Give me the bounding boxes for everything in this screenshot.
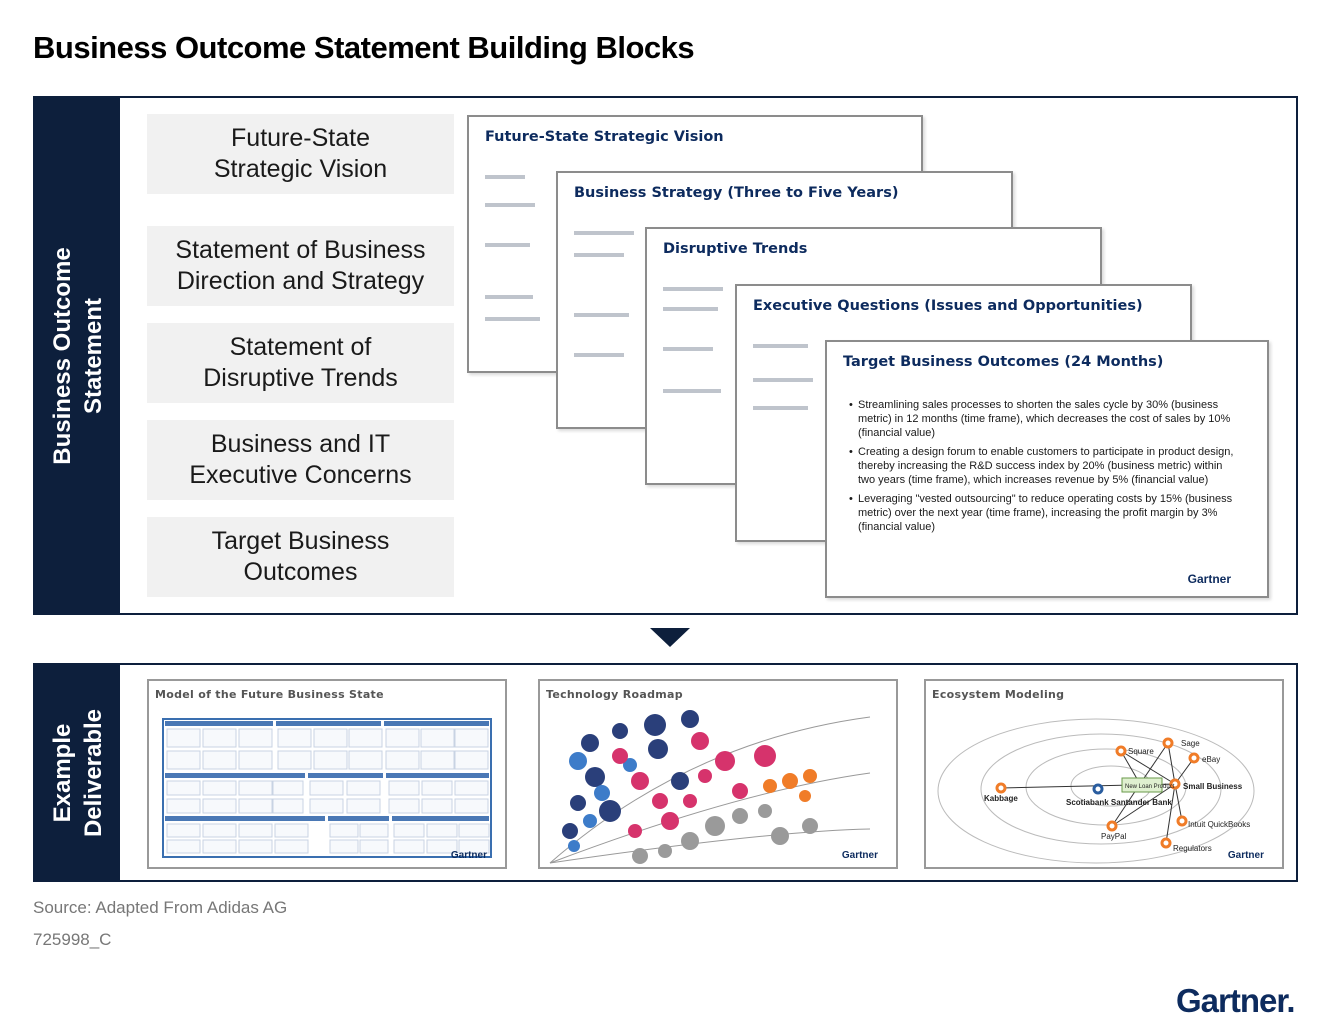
text-placeholder (663, 389, 721, 393)
deliverable-business-state-model: Model of the Future Business State (147, 679, 507, 869)
side-bar: Example Deliverable (35, 665, 120, 880)
side-label-line: Statement (79, 297, 107, 414)
text-placeholder (574, 253, 624, 257)
outcome-bullet-list: Streamlining sales processes to shorten … (849, 398, 1241, 539)
block-future-state-vision: Future-State Strategic Vision (147, 114, 454, 194)
text-placeholder (753, 344, 808, 348)
text-placeholder (485, 317, 540, 321)
text-placeholder (485, 175, 525, 179)
source-note: Source: Adapted From Adidas AG (33, 898, 288, 917)
node-label: Regulators (1173, 844, 1212, 853)
outcome-bullet: Streamlining sales processes to shorten … (849, 398, 1241, 440)
text-placeholder (485, 203, 535, 207)
side-label: Example Deliverable (46, 708, 108, 836)
text-placeholder (753, 406, 808, 410)
slide-title: Disruptive Trends (663, 241, 808, 257)
deliverable-title: Ecosystem Modeling (932, 688, 1065, 701)
deliverable-logo: Gartner (450, 850, 487, 861)
slide-title: Future-State Strategic Vision (485, 129, 724, 145)
block-executive-concerns: Business and IT Executive Concerns (147, 420, 454, 500)
node-label: Kabbage (984, 794, 1018, 803)
slide-title: Executive Questions (Issues and Opportun… (753, 298, 1143, 314)
node-label: eBay (1202, 755, 1220, 764)
outcome-bullet: Leveraging "vested outsourcing" to reduc… (849, 492, 1241, 534)
node-label: Intuit QuickBooks (1188, 820, 1250, 829)
side-bar: Business Outcome Statement (35, 98, 120, 613)
side-label-line: Business Outcome (48, 246, 76, 465)
text-placeholder (663, 307, 718, 311)
side-label: Business Outcome Statement (46, 247, 108, 464)
node-label: Scotiabank Santander Bank (1066, 798, 1172, 807)
slide-logo: Gartner (1187, 572, 1231, 586)
deliverable-ecosystem-modeling: Ecosystem Modeling (924, 679, 1284, 869)
side-label-line: Example (48, 723, 76, 822)
deliverable-logo: Gartner (1227, 850, 1264, 861)
block-business-direction: Statement of Business Direction and Stra… (147, 226, 454, 306)
new-loan-product-box (1121, 777, 1163, 793)
text-placeholder (574, 231, 634, 235)
deliverable-logo: Gartner (841, 850, 878, 861)
gartner-logo: Gartner. (1176, 982, 1296, 1019)
business-model-thumbnail (162, 718, 492, 858)
block-disruptive-trends: Statement of Disruptive Trends (147, 323, 454, 403)
arrow-down-icon (650, 628, 690, 647)
ecosystem-thumbnail: Sage Square eBay Kabbage New Loan Produc… (937, 718, 1255, 864)
slide-title: Target Business Outcomes (24 Months) (843, 354, 1164, 370)
text-placeholder (753, 378, 813, 382)
text-placeholder (485, 295, 533, 299)
outcome-bullet: Creating a design forum to enable custom… (849, 445, 1241, 487)
block-target-outcomes: Target Business Outcomes (147, 517, 454, 597)
deliverable-title: Technology Roadmap (546, 688, 683, 701)
text-placeholder (485, 243, 530, 247)
text-placeholder (574, 353, 624, 357)
text-placeholder (663, 347, 713, 351)
text-placeholder (574, 313, 629, 317)
node-label: Sage (1181, 739, 1200, 748)
slide-card-target-outcomes: Target Business Outcomes (24 Months) Str… (825, 340, 1269, 598)
page-title: Business Outcome Statement Building Bloc… (33, 30, 695, 65)
document-id: 725998_C (33, 930, 112, 949)
node-label: Small Business (1183, 782, 1243, 791)
example-deliverable-panel: Example Deliverable Model of the Future … (33, 663, 1298, 882)
deliverable-title: Model of the Future Business State (155, 688, 384, 701)
node-label: PayPal (1101, 832, 1127, 841)
deliverable-technology-roadmap: Technology Roadmap (538, 679, 898, 869)
slide-title: Business Strategy (Three to Five Years) (574, 185, 899, 201)
roadmap-thumbnail (549, 710, 871, 864)
text-placeholder (663, 287, 723, 291)
business-outcome-statement-panel: Business Outcome Statement Future-State … (33, 96, 1298, 615)
node-label: New Loan Product (1125, 784, 1175, 790)
side-label-line: Deliverable (79, 708, 107, 837)
node-label: Square (1128, 747, 1154, 756)
